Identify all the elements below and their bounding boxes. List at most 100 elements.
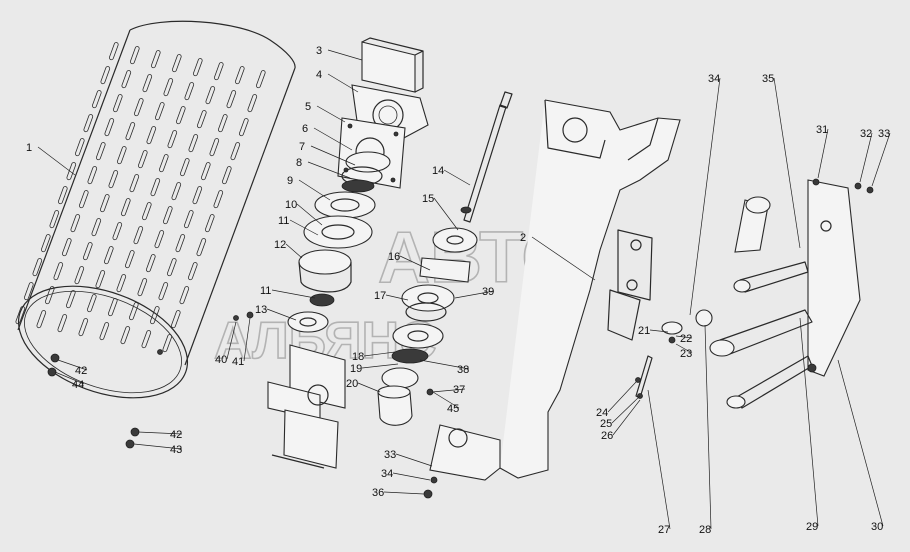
drum-slot [32, 258, 43, 277]
drum-slot [218, 114, 228, 133]
callout-label-c20: 20 [346, 378, 358, 390]
callout-label-c19: 19 [350, 363, 362, 375]
callout-label-c36: 36 [372, 487, 384, 499]
callout-label-c27: 27 [658, 524, 670, 536]
drum-slot [222, 166, 232, 185]
drum-slot [24, 282, 34, 301]
drum-slot [184, 210, 194, 229]
drum-slot [142, 74, 153, 93]
drum-slot [159, 154, 169, 173]
callout-label-c10: 10 [285, 199, 297, 211]
hitch-linkage [709, 178, 874, 409]
drum-slot [214, 62, 224, 81]
callout-label-c35: 35 [762, 73, 774, 85]
slotted-drum [15, 20, 296, 399]
callout-label-c3: 3 [316, 45, 322, 57]
leader-lines [37, 49, 891, 530]
leader-line-c30 [837, 359, 884, 527]
leader-line-c36 [383, 491, 425, 495]
drum-slot [188, 262, 198, 281]
drive-shaft [460, 91, 513, 223]
drum-slot [49, 210, 60, 229]
drum-slot [196, 238, 207, 257]
drum-slot [58, 186, 68, 205]
leader-line-c40 [226, 321, 237, 360]
leader-line-c27 [647, 389, 671, 530]
leader-line-c2 [531, 236, 596, 281]
drum-slot [121, 198, 131, 217]
leader-line-c14 [443, 169, 471, 186]
callout-label-c16: 16 [388, 251, 400, 263]
drum-slot [167, 130, 178, 149]
leader-line-c38 [419, 359, 470, 370]
callout-label-c25: 25 [600, 418, 612, 430]
leader-line-c11b [271, 289, 316, 299]
leader-line-c6 [313, 127, 353, 151]
leader-line-c45 [432, 391, 460, 409]
callout-label-c1: 1 [26, 142, 32, 154]
callout-label-c44: 44 [72, 379, 84, 391]
callout-label-c2: 2 [520, 232, 526, 244]
drum-slot [96, 142, 106, 161]
callout-label-c41: 41 [232, 356, 244, 368]
callout-label-c38: 38 [457, 364, 469, 376]
drum-slot [179, 286, 190, 305]
drum-slot [75, 138, 85, 157]
leader-line-c42b [137, 431, 183, 435]
bearing-stack-center [377, 227, 478, 499]
callout-label-c37: 37 [453, 384, 465, 396]
leader-line-c18 [363, 351, 396, 357]
drum-slot [137, 278, 148, 297]
drum-slot [121, 70, 132, 89]
leader-line-c15 [433, 197, 459, 231]
callout-label-c15: 15 [422, 193, 434, 205]
drum-slot [176, 106, 186, 125]
leader-line-c9 [298, 179, 331, 201]
callout-label-c14: 14 [432, 165, 444, 177]
drum-slot [193, 58, 203, 77]
drum-slot [100, 194, 110, 213]
drum-slot [256, 70, 266, 89]
drum-slot [226, 90, 237, 109]
leader-line-c42a [57, 359, 88, 371]
drum-slot [74, 266, 85, 285]
leader-line-c33a [871, 132, 891, 187]
callout-label-c22: 22 [680, 333, 692, 345]
drum-slot [150, 306, 160, 325]
drum-slot [129, 302, 139, 321]
callout-label-c40: 40 [215, 354, 227, 366]
leader-line-c43 [133, 443, 183, 450]
drum-slot [188, 134, 199, 153]
callout-label-c28: 28 [699, 524, 711, 536]
callout-label-c17: 17 [374, 290, 386, 302]
leader-line-c31 [817, 128, 829, 179]
drum-slot [155, 102, 165, 121]
drum-slot [41, 234, 51, 253]
drum-slot [175, 234, 186, 253]
drum-slot [78, 318, 89, 337]
leader-line-c37 [431, 388, 466, 393]
callout-label-c42a: 42 [75, 365, 87, 377]
leader-line-c26 [612, 399, 641, 436]
drum-slot-pattern [15, 42, 266, 353]
drum-slot [108, 170, 119, 189]
drum-slot [158, 282, 169, 301]
drum-slot [108, 298, 118, 317]
callout-label-c8: 8 [296, 157, 302, 169]
drum-slot [151, 50, 161, 69]
leader-line-c16 [399, 255, 431, 271]
drum-slot [92, 90, 102, 109]
drum-slot [197, 110, 207, 129]
callout-label-c4: 4 [316, 69, 322, 81]
callout-label-c13: 13 [255, 304, 267, 316]
upper-bearing-bracket [351, 37, 429, 141]
leader-line-c34b [392, 472, 431, 481]
drum-slot [171, 182, 182, 201]
leader-line-c21 [649, 329, 669, 333]
drum-slot [87, 166, 98, 185]
drum-slot [53, 262, 64, 281]
leader-line-c5 [316, 105, 346, 123]
drum-slot [213, 190, 224, 209]
callout-label-c42b: 42 [170, 429, 182, 441]
callout-label-c12: 12 [274, 239, 286, 251]
